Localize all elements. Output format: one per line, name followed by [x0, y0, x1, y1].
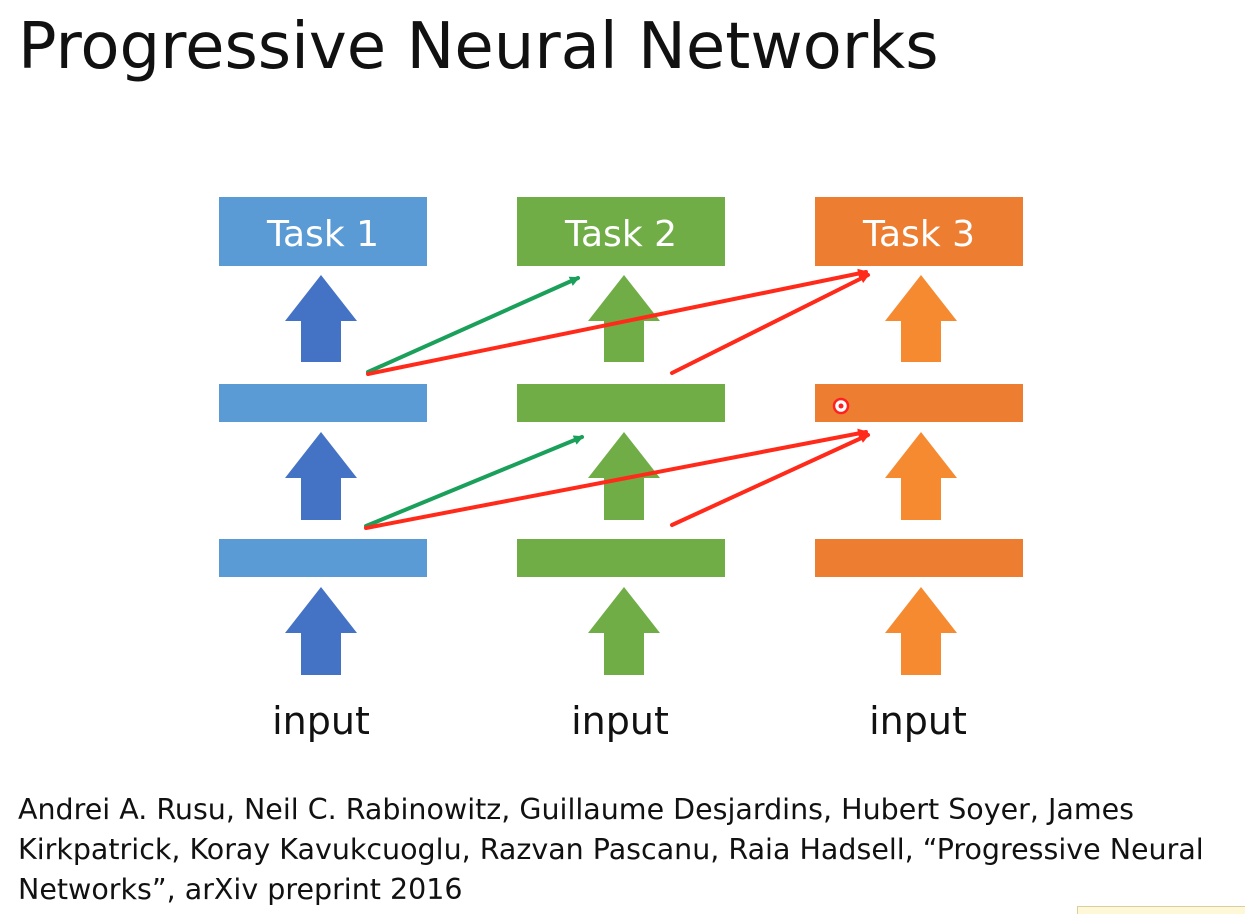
- column-task-3: Task 3 input: [815, 197, 1023, 743]
- task-3-input-label: input: [869, 699, 967, 743]
- cursor-indicator: [832, 397, 850, 415]
- up-arrow-icon: [885, 275, 957, 362]
- up-arrow-icon: [285, 275, 357, 362]
- task-2-hidden-layer-1: [517, 539, 725, 577]
- task-1-input-label: input: [272, 699, 370, 743]
- task-2-box: [517, 197, 725, 266]
- up-arrow-icon: [588, 587, 660, 675]
- task-2-label: Task 2: [564, 214, 677, 255]
- lateral-arrow-1-to-3-upper: [366, 268, 868, 376]
- task-3-hidden-layer-2: [815, 384, 1023, 422]
- lateral-arrow-1-to-3-lower: [364, 428, 868, 530]
- task-3-box: [815, 197, 1023, 266]
- up-arrow-icon: [588, 275, 660, 362]
- column-task-2: Task 2 input: [517, 197, 725, 743]
- column-task-1: Task 1 input: [219, 197, 427, 743]
- lateral-arrow-2-to-3-lower: [670, 433, 870, 527]
- lateral-connections: [364, 268, 870, 530]
- task-1-hidden-layer-2: [219, 384, 427, 422]
- lateral-arrow-1-to-2-upper: [366, 276, 580, 374]
- task-3-hidden-layer-1: [815, 539, 1023, 577]
- task-2-hidden-layer-2: [517, 384, 725, 422]
- task-3-label: Task 3: [862, 214, 975, 255]
- up-arrow-icon: [588, 432, 660, 520]
- up-arrow-icon: [885, 587, 957, 675]
- task-1-label: Task 1: [266, 214, 379, 255]
- task-1-hidden-layer-1: [219, 539, 427, 577]
- lateral-arrow-2-to-3-upper: [670, 273, 870, 375]
- task-1-box: [219, 197, 427, 266]
- up-arrow-icon: [285, 432, 357, 520]
- slide-title: Progressive Neural Networks: [18, 10, 939, 84]
- up-arrow-icon: [285, 587, 357, 675]
- corner-tab: [1077, 906, 1245, 914]
- citation-text: Andrei A. Rusu, Neil C. Rabinowitz, Guil…: [18, 793, 1204, 906]
- task-2-input-label: input: [571, 699, 669, 743]
- up-arrow-icon: [885, 432, 957, 520]
- lateral-arrow-1-to-2-lower: [364, 435, 584, 528]
